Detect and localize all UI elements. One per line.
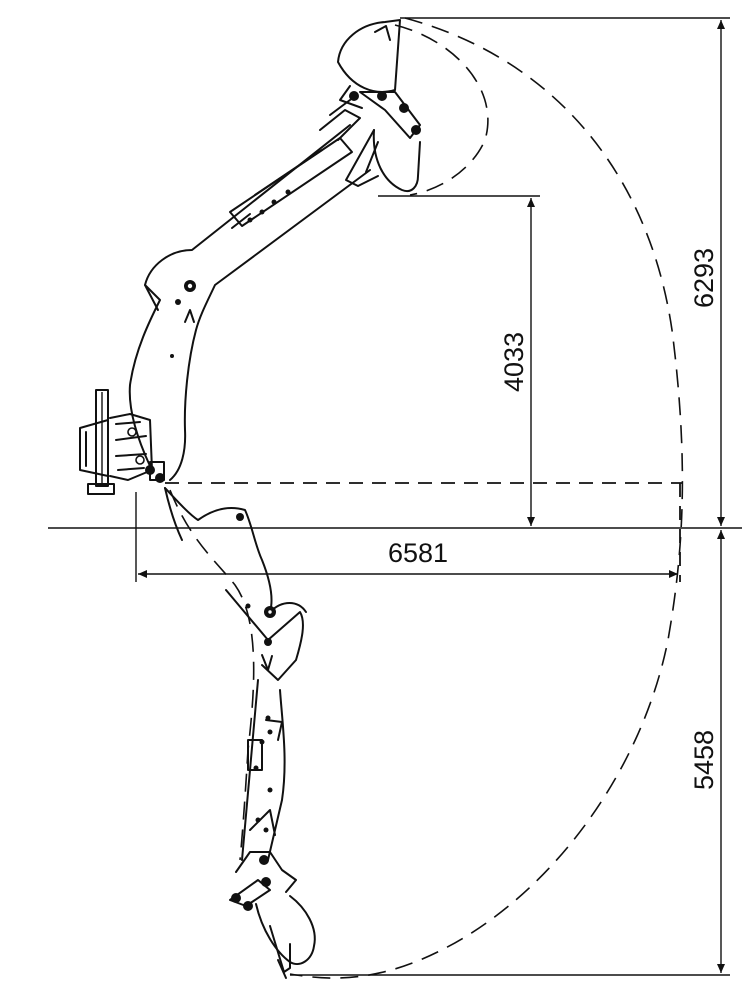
bucket-raised — [337, 19, 421, 192]
boom-lowered — [164, 487, 307, 681]
max-dump-height-label: 4033 — [499, 332, 529, 392]
dimension-max-reach: 6581 — [135, 492, 678, 582]
dimension-max-dig-depth: 5458 — [290, 530, 730, 976]
bucket-tip-arc-upper — [394, 24, 489, 196]
stick-arc-lower — [169, 489, 255, 861]
dimension-max-dump-height: 4033 — [378, 195, 540, 526]
max-reach-label: 6581 — [388, 538, 448, 568]
working-envelope-arc — [289, 17, 684, 979]
max-dig-depth-label: 5458 — [689, 730, 719, 790]
dimension-max-height: 6293 — [400, 17, 730, 526]
stick-lowered — [241, 679, 286, 861]
backhoe-mount-frame — [79, 389, 165, 495]
bucket-lowered — [229, 851, 316, 979]
boom-raised — [128, 99, 371, 481]
max-height-label: 6293 — [689, 248, 719, 308]
